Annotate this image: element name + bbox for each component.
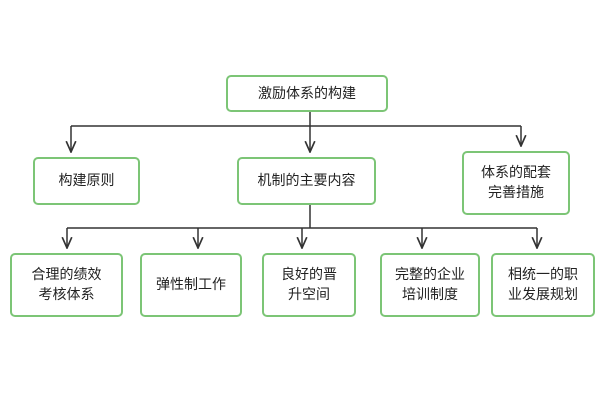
node-supporting-measures-label: 体系的配套 完善措施 [481, 165, 551, 201]
node-construction-principles: 构建原则 [33, 157, 140, 205]
node-performance-appraisal-label: 合理的绩效 考核体系 [31, 267, 102, 303]
node-flexible-work-label: 弹性制工作 [156, 277, 226, 293]
root-node-incentive-system: 激励体系的构建 [226, 75, 388, 112]
node-promotion-space-label: 良好的晋 升空间 [281, 267, 337, 303]
node-flexible-work: 弹性制工作 [140, 253, 242, 317]
node-construction-principles-label: 构建原则 [58, 173, 115, 189]
root-node-label: 激励体系的构建 [258, 85, 356, 102]
node-training-system: 完整的企业 培训制度 [380, 253, 480, 317]
node-promotion-space: 良好的晋 升空间 [262, 253, 356, 317]
node-supporting-measures: 体系的配套 完善措施 [462, 151, 570, 215]
node-performance-appraisal: 合理的绩效 考核体系 [10, 253, 123, 317]
node-training-system-label: 完整的企业 培训制度 [395, 267, 465, 303]
node-main-content: 机制的主要内容 [237, 157, 376, 205]
node-career-planning: 相统一的职 业发展规划 [491, 253, 595, 317]
node-main-content-label: 机制的主要内容 [257, 173, 356, 189]
node-career-planning-label: 相统一的职 业发展规划 [508, 267, 578, 303]
